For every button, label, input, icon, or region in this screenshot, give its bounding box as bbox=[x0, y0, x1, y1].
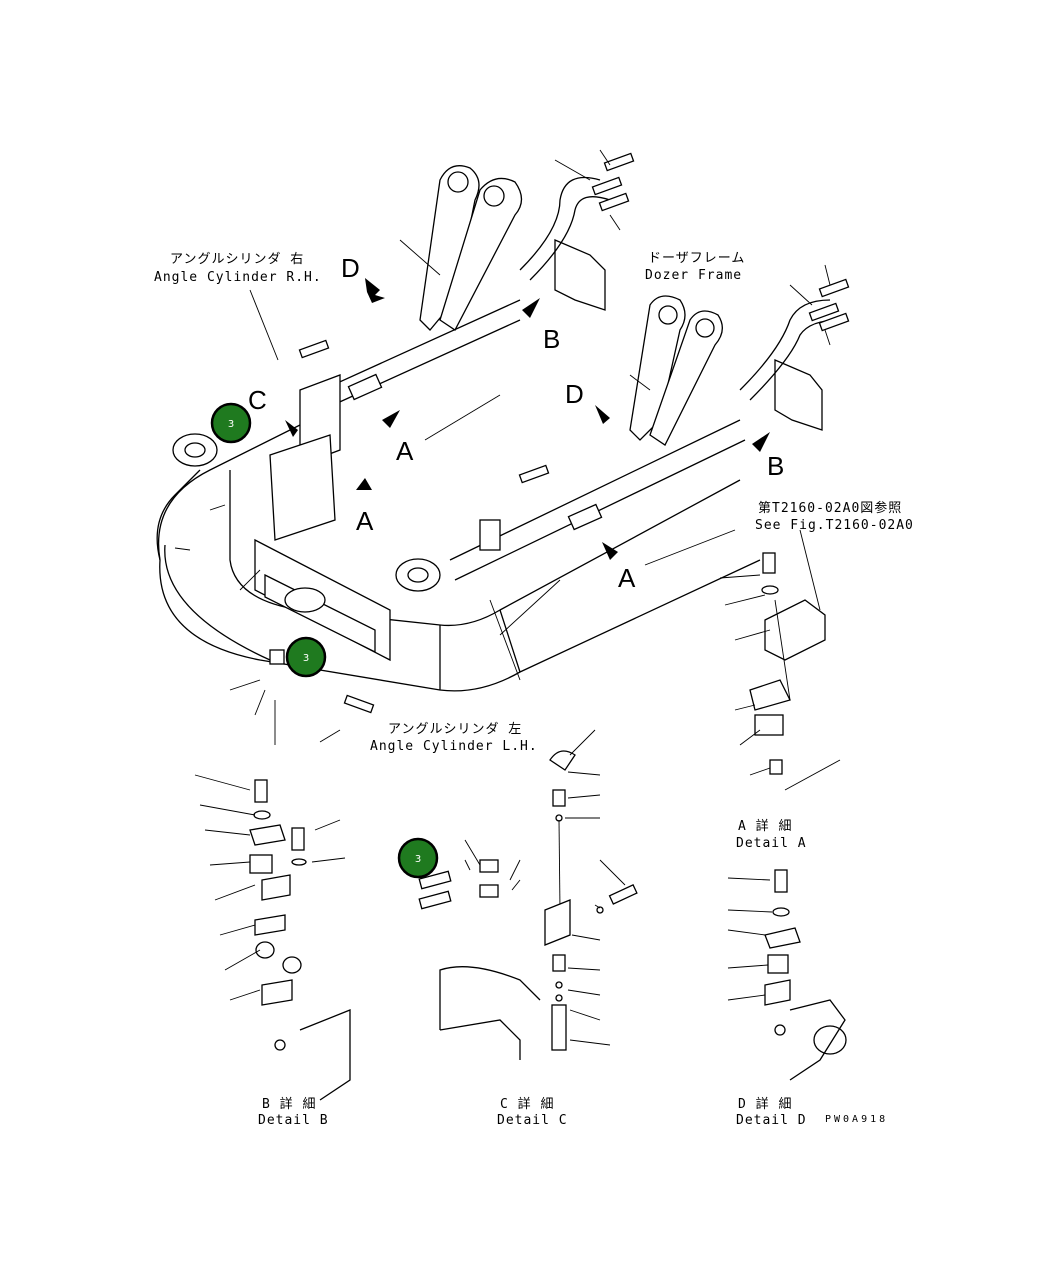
angle-cylinder-rh-label-en: Angle Cylinder R.H. bbox=[154, 270, 322, 285]
detail-c-label-jp: C 詳 細 bbox=[500, 1096, 554, 1112]
detail-d-label-en: Detail D bbox=[736, 1113, 807, 1128]
detail-a-label-jp: A 詳 細 bbox=[738, 818, 792, 834]
callout-badge-2[interactable]: 3 bbox=[285, 636, 327, 678]
view-letter-c: C bbox=[248, 385, 267, 415]
angle-cylinder-rh-label-jp: アングルシリンダ 右 bbox=[170, 252, 304, 267]
dozer-frame-label-en: Dozer Frame bbox=[645, 268, 742, 283]
detail-a-label-en: Detail A bbox=[736, 836, 807, 851]
angle-cylinder-lh-label-en: Angle Cylinder L.H. bbox=[370, 739, 538, 754]
view-letter-d-upper: D bbox=[341, 253, 360, 283]
view-letter-a-upper: A bbox=[396, 436, 414, 466]
leader-lines bbox=[174, 149, 831, 745]
view-letter-b-upper: B bbox=[543, 324, 560, 354]
view-letter-a-mid: A bbox=[356, 506, 374, 536]
detail-b-label-en: Detail B bbox=[258, 1113, 329, 1128]
view-letter-a-lower: A bbox=[618, 563, 636, 593]
view-letter-d-right: D bbox=[565, 379, 584, 409]
detail-a-drawing bbox=[719, 552, 841, 791]
callout-badge-1[interactable]: 3 bbox=[210, 402, 252, 444]
see-figure-label-en: See Fig.T2160-02A0 bbox=[755, 518, 914, 533]
detail-c-drawing bbox=[418, 729, 638, 1060]
dozer-frame-assembly bbox=[156, 152, 850, 714]
callout-badge-1-label: 3 bbox=[228, 419, 234, 430]
detail-c-label-en: Detail C bbox=[497, 1113, 568, 1128]
view-arrows bbox=[285, 278, 770, 560]
detail-b-label-jp: B 詳 細 bbox=[262, 1096, 316, 1112]
angle-cylinder-lh-label-jp: アングルシリンダ 左 bbox=[388, 722, 522, 737]
detail-d-label-jp: D 詳 細 bbox=[738, 1096, 792, 1112]
detail-d-drawing bbox=[727, 869, 847, 1081]
detail-b-drawing bbox=[194, 774, 351, 1101]
see-figure-label-jp: 第T2160-02A0図参照 bbox=[758, 500, 902, 516]
callout-badge-3-label: 3 bbox=[415, 854, 421, 865]
view-letter-b-right: B bbox=[767, 451, 784, 481]
callout-badge-2-label: 3 bbox=[303, 653, 309, 664]
dozer-frame-label-jp: ドーザフレーム bbox=[648, 251, 745, 266]
drawing-code: PW0A918 bbox=[825, 1114, 888, 1125]
callout-badge-3[interactable]: 3 bbox=[397, 837, 439, 879]
